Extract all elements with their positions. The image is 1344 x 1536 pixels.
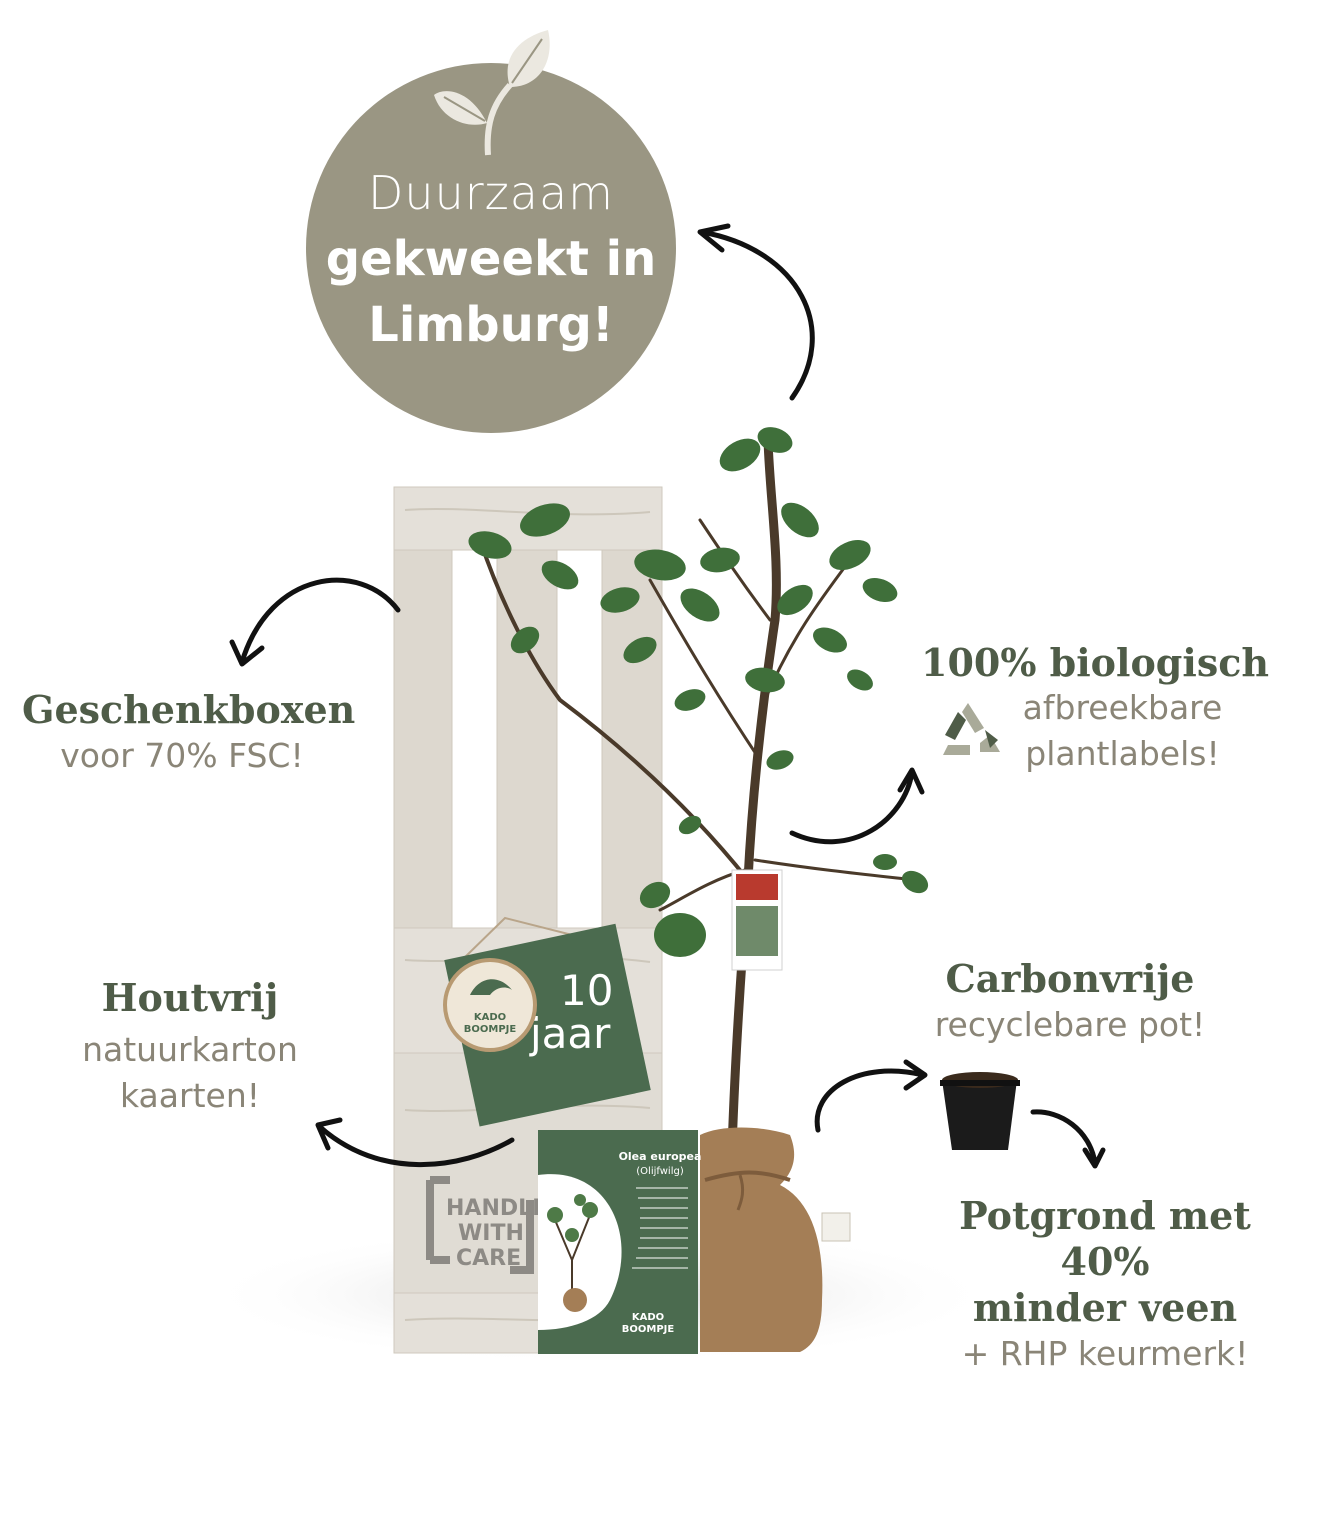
plant-pot-icon <box>940 1072 1020 1150</box>
feature-cards-sub-2: kaarten! <box>120 1076 260 1115</box>
tree-leaves <box>468 427 929 957</box>
burlap-sack <box>700 1127 851 1352</box>
feature-pot-sub: recyclebare pot! <box>934 1005 1206 1044</box>
plant-label <box>731 869 783 971</box>
feature-pot-title: Carbonvrije <box>945 956 1195 1001</box>
sign-word: jaar <box>529 1009 611 1058</box>
feature-bio-sub-2: plantlabels! <box>1025 734 1220 773</box>
tree <box>478 435 917 1155</box>
stamp-line-3: CARE <box>456 1246 521 1271</box>
card-brand-1: KADO <box>632 1312 664 1323</box>
feature-soil: Potgrond met 40% minder veen + RHP keurm… <box>910 1193 1300 1377</box>
card-subtitle: (Olijfwilg) <box>636 1166 684 1177</box>
feature-giftbox: Geschenkboxen voor 70% FSC! <box>22 687 356 779</box>
card-title: Olea europea <box>619 1150 702 1163</box>
stamp-line-2: WITH <box>458 1221 524 1246</box>
feature-cards: Houtvrij natuurkarton kaarten! <box>40 975 340 1119</box>
feature-cards-sub-1: natuurkarton <box>82 1030 298 1069</box>
info-card: Olea europea (Olijfwilg) KADO BOOMPJE <box>538 1130 701 1354</box>
pallet-stamp: HANDLE WITH CARE <box>426 1176 547 1274</box>
annotation-arrows <box>229 223 1106 1169</box>
tag-brand-1: KADO <box>474 1012 506 1023</box>
feature-giftbox-sub: voor 70% FSC! <box>60 736 304 775</box>
feature-soil-sub: + RHP keurmerk! <box>961 1334 1249 1373</box>
feature-bio-subtext: afbreekbare plantlabels! <box>1005 685 1240 777</box>
feature-giftbox-title: Geschenkboxen <box>22 687 356 732</box>
feature-bio-title: 100% biologisch <box>921 640 1269 685</box>
card-brand-2: BOOMPJE <box>622 1324 675 1335</box>
badge-text: Duurzaam gekweekt in Limburg! <box>306 160 676 358</box>
stamp-line-1: HANDLE <box>446 1196 547 1221</box>
tag-brand-2: BOOMPJE <box>464 1024 517 1035</box>
feature-bio-sub-1: afbreekbare <box>1022 688 1223 727</box>
hanging-sign: 10 jaar KADO BOOMPJE <box>443 916 651 1127</box>
sign-number: 10 <box>560 966 613 1015</box>
badge-line-2: gekweekt in <box>325 231 657 287</box>
feature-pot: Carbonvrije recyclebare pot! <box>920 956 1220 1048</box>
feature-bio: 100% biologisch <box>915 640 1275 686</box>
badge-line-1: Duurzaam <box>368 166 614 220</box>
feature-cards-title: Houtvrij <box>101 975 279 1020</box>
leaf-icon <box>434 30 550 156</box>
recycle-icon <box>943 703 1000 755</box>
feature-soil-title-1: Potgrond met 40% <box>959 1193 1251 1284</box>
feature-soil-title-2: minder veen <box>972 1285 1238 1330</box>
badge-line-3: Limburg! <box>368 297 614 353</box>
